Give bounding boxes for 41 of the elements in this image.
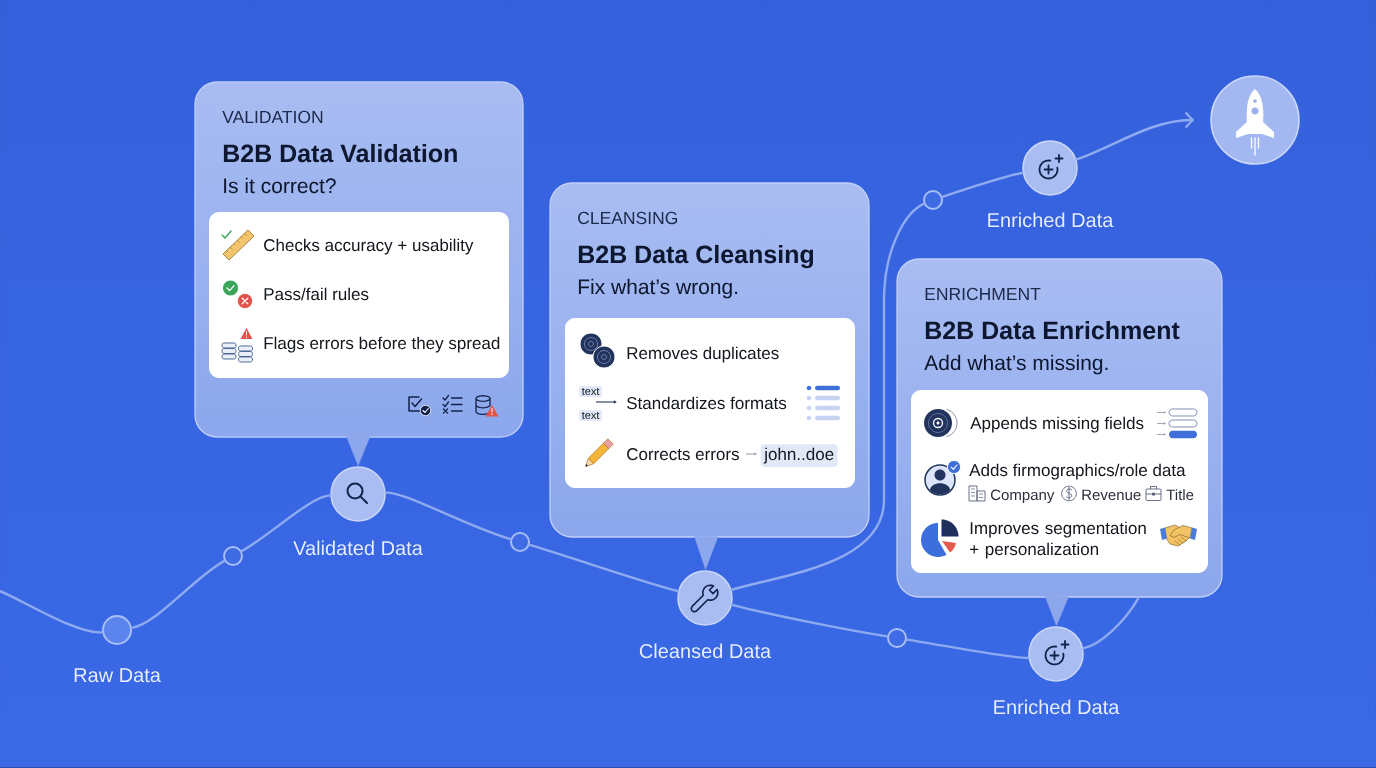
list-item: Checks accuracy + usability	[264, 238, 474, 255]
connector-line	[730, 603, 889, 638]
step-label: Validated Data	[293, 540, 423, 556]
card-title: B2B Data Cleansing	[578, 244, 814, 269]
card-title: B2B Data Validation	[223, 143, 457, 163]
value-chip: john..doe	[760, 444, 838, 467]
list-item: Removes duplicates	[627, 346, 779, 363]
step-label: Enriched Data	[994, 699, 1120, 715]
section-tag: VALIDATION	[222, 110, 323, 124]
section-tag: ENRICHMENT	[925, 287, 1041, 301]
card-subtitle: Fix what’s wrong.	[578, 278, 738, 299]
card-subtitle: Is it correct?	[224, 177, 336, 194]
attribute-label: Company	[990, 489, 1055, 504]
list-item: Flags errors before they spread	[264, 336, 500, 353]
connector-line	[941, 171, 1024, 199]
attribute-label: Title	[1166, 489, 1194, 501]
card-subtitle: Add what’s missing.	[924, 354, 1108, 375]
callout-pointer	[1044, 596, 1069, 626]
connector-line	[240, 494, 332, 553]
connector-line	[528, 543, 680, 593]
card-title: B2B Data Enrichment	[925, 320, 1180, 340]
list-item: Pass/fail rules	[264, 287, 369, 301]
list-item: Adds firmographics/role data	[969, 463, 1186, 480]
list-item: Improves segmentation + personalization	[970, 521, 1146, 559]
list-item: Appends missing fields	[970, 416, 1144, 433]
arrow	[1075, 111, 1195, 161]
connector-line	[730, 202, 926, 592]
callout-pointer	[346, 436, 371, 466]
connector-line	[1082, 596, 1140, 650]
section-tag: CLEANSING	[578, 211, 678, 225]
connector-line	[384, 491, 512, 541]
connector-line	[0, 588, 104, 634]
step-label: Enriched Data	[988, 212, 1114, 228]
attribute-label: Revenue	[1082, 489, 1141, 501]
list-item: Corrects errors	[627, 448, 739, 461]
connector-line	[130, 559, 226, 630]
step-label: Cleansed Data	[639, 643, 772, 659]
callout-pointer	[694, 536, 719, 570]
list-item: Standardizes formats	[627, 396, 787, 410]
connector-line	[905, 638, 1030, 660]
step-label: Raw Data	[74, 668, 161, 683]
